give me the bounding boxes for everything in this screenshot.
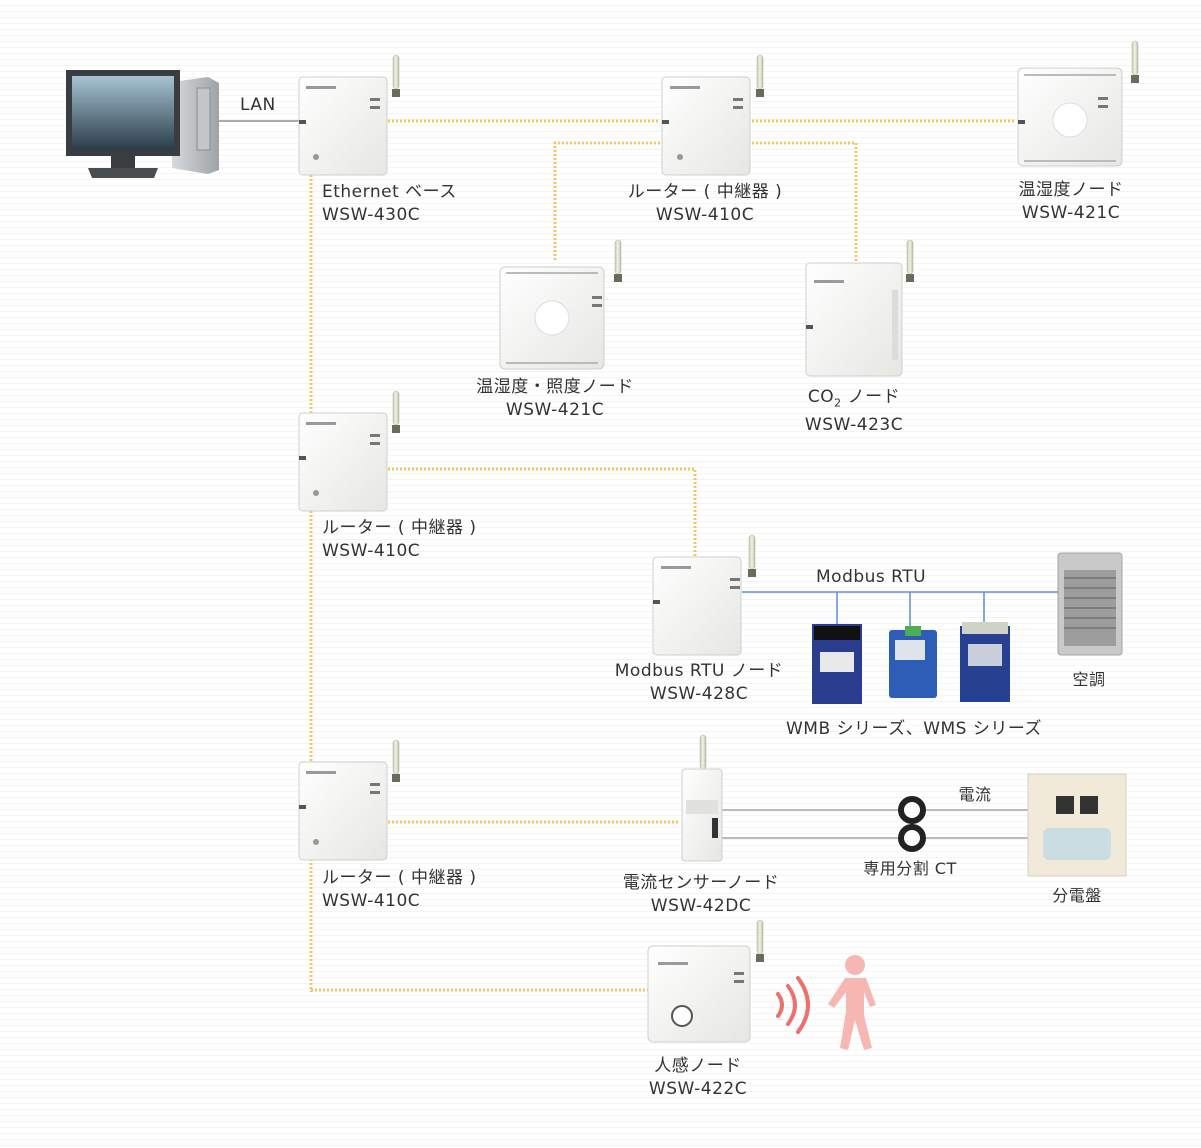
device-motion <box>647 919 765 1043</box>
motion-name: 人感ノード <box>654 1056 742 1076</box>
pc-icon <box>66 70 219 178</box>
wireless-links <box>309 119 1016 992</box>
router-top-model: WSW-410C <box>655 205 755 225</box>
link-router-top-temp-light <box>553 141 660 262</box>
current-label: 電流 <box>958 785 992 804</box>
co2-label: CO2 ノード WSW-423C <box>784 386 924 437</box>
motion-model: WSW-422C <box>648 1079 748 1099</box>
current-lines <box>722 809 1032 839</box>
device-co2 <box>805 239 915 377</box>
device-router-top <box>661 54 765 176</box>
wmb-module-2 <box>889 626 937 698</box>
wmb-series-label: WMB シリーズ、WMS シリーズ <box>786 719 1043 739</box>
temp-humidity-top-model: WSW-421C <box>1021 203 1121 223</box>
ethernet-base-label: Ethernet ベース WSW-430C <box>322 181 457 227</box>
modbus-bus-label: Modbus RTU <box>816 567 927 587</box>
device-router-mid <box>298 390 401 512</box>
current-sensor-model: WSW-42DC <box>650 896 752 916</box>
device-temp-humidity-top <box>1017 40 1140 167</box>
ct-clamp-icon <box>898 796 926 852</box>
link-router-top-co2 <box>752 141 858 262</box>
device-ethernet-base <box>298 54 401 176</box>
device-temp-humidity-light <box>499 239 623 370</box>
co2-model: WSW-423C <box>804 415 904 436</box>
temp-humidity-light-label: 温湿度・照度ノード WSW-421C <box>472 376 638 422</box>
link-router-mid-modbus <box>388 467 697 556</box>
current-sensor-label: 電流センサーノード WSW-42DC <box>618 872 784 918</box>
wmb-module-1 <box>812 624 862 704</box>
ethernet-base-name: Ethernet ベース <box>322 182 457 202</box>
co2-name: CO2 ノード <box>807 387 901 410</box>
router-top-name: ルーター ( 中継器 ) <box>627 182 783 202</box>
distribution-panel-icon <box>1027 773 1127 877</box>
router-top-label: ルーター ( 中継器 ) WSW-410C <box>622 181 788 227</box>
device-router-low <box>298 739 401 861</box>
router-low-name: ルーター ( 中継器 ) <box>322 868 477 888</box>
device-modbus <box>652 534 757 656</box>
modbus-label: Modbus RTU ノード WSW-428C <box>606 660 792 706</box>
ethernet-base-model: WSW-430C <box>322 205 421 225</box>
modbus-model: WSW-428C <box>649 684 749 704</box>
router-mid-label: ルーター ( 中継器 ) WSW-410C <box>322 517 476 563</box>
motion-label: 人感ノード WSW-422C <box>638 1055 758 1101</box>
aircon-label: 空調 <box>1072 670 1106 689</box>
temp-humidity-light-model: WSW-421C <box>505 400 605 420</box>
lan-label: LAN <box>240 95 276 115</box>
temp-humidity-top-name: 温湿度ノード <box>1018 180 1124 200</box>
device-current-sensor <box>681 734 723 862</box>
ct-label: 専用分割 CT <box>863 859 957 878</box>
router-mid-model: WSW-410C <box>322 541 421 561</box>
wms-module <box>960 622 1010 702</box>
temp-humidity-light-name: 温湿度・照度ノード <box>476 377 634 397</box>
person-icon <box>828 955 876 1050</box>
aircon-icon <box>1057 552 1123 656</box>
router-mid-name: ルーター ( 中継器 ) <box>322 518 477 538</box>
router-low-model: WSW-410C <box>322 891 421 911</box>
modbus-name: Modbus RTU ノード <box>614 661 784 681</box>
panel-label: 分電盤 <box>1052 886 1102 905</box>
current-sensor-name: 電流センサーノード <box>622 873 780 893</box>
modbus-bus <box>742 591 1060 630</box>
temp-humidity-top-label: 温湿度ノード WSW-421C <box>1002 179 1140 225</box>
motion-waves-icon <box>776 976 810 1034</box>
router-low-label: ルーター ( 中継器 ) WSW-410C <box>322 867 476 913</box>
